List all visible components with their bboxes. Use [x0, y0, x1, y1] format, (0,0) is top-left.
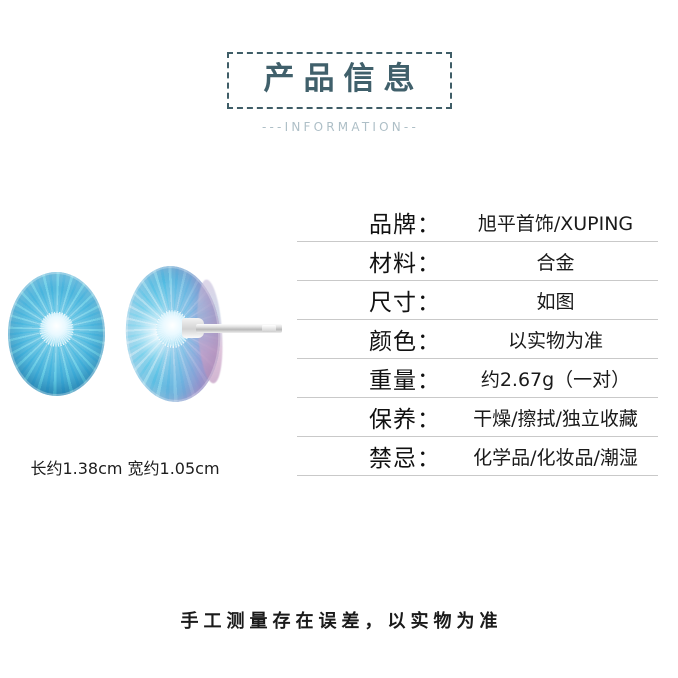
spec-label: 材料： [369, 251, 441, 277]
table-row: 禁忌： 化学品/化妆品/潮湿 [297, 437, 658, 476]
spec-label: 重量： [369, 368, 441, 394]
table-row: 保养： 干燥/擦拭/独立收藏 [297, 398, 658, 437]
page-subtitle: ---INFORMATION-- [262, 120, 419, 134]
spec-value: 化学品/化妆品/潮湿 [473, 446, 638, 469]
measurement-disclaimer: 手工测量存在误差，以实物为准 [180, 611, 503, 632]
table-row: 重量： 约2.67g（一对） [297, 359, 658, 398]
spec-value: 如图 [536, 290, 575, 313]
spec-value: 合金 [536, 251, 575, 274]
title-dashed-box: 产品信息 [226, 52, 452, 109]
spec-label: 颜色： [369, 329, 441, 355]
dimension-caption: 长约1.38cm 宽约1.05cm [30, 459, 220, 478]
earring-post-base [182, 318, 204, 338]
spec-table: 品牌： 旭平首饰/XUPING 材料： 合金 尺寸： 如图 颜色： 以实物为准 … [297, 203, 658, 476]
spec-value: 旭平首饰/XUPING [477, 212, 634, 235]
spec-label: 禁忌： [369, 446, 441, 472]
table-row: 尺寸： 如图 [297, 281, 658, 320]
spec-value: 约2.67g（一对） [480, 368, 631, 391]
spec-label: 保养： [369, 407, 441, 433]
crystal-front-core [40, 312, 73, 346]
spec-label: 品牌： [369, 212, 441, 238]
information-header: 产品信息 ---INFORMATION-- [0, 52, 678, 134]
table-row: 品牌： 旭平首饰/XUPING [297, 203, 658, 242]
product-image [0, 240, 290, 490]
oval-crystal-front-icon [8, 272, 105, 396]
table-row: 颜色： 以实物为准 [297, 320, 658, 359]
page-title: 产品信息 [263, 61, 424, 97]
crystal-front-rim [8, 272, 105, 396]
spec-value: 干燥/擦拭/独立收藏 [473, 407, 638, 430]
spec-label: 尺寸： [369, 290, 441, 316]
spec-value: 以实物为准 [507, 329, 603, 352]
oval-crystal-angled-icon [121, 262, 226, 406]
earring-post-icon [196, 324, 282, 333]
table-row: 材料： 合金 [297, 242, 658, 281]
